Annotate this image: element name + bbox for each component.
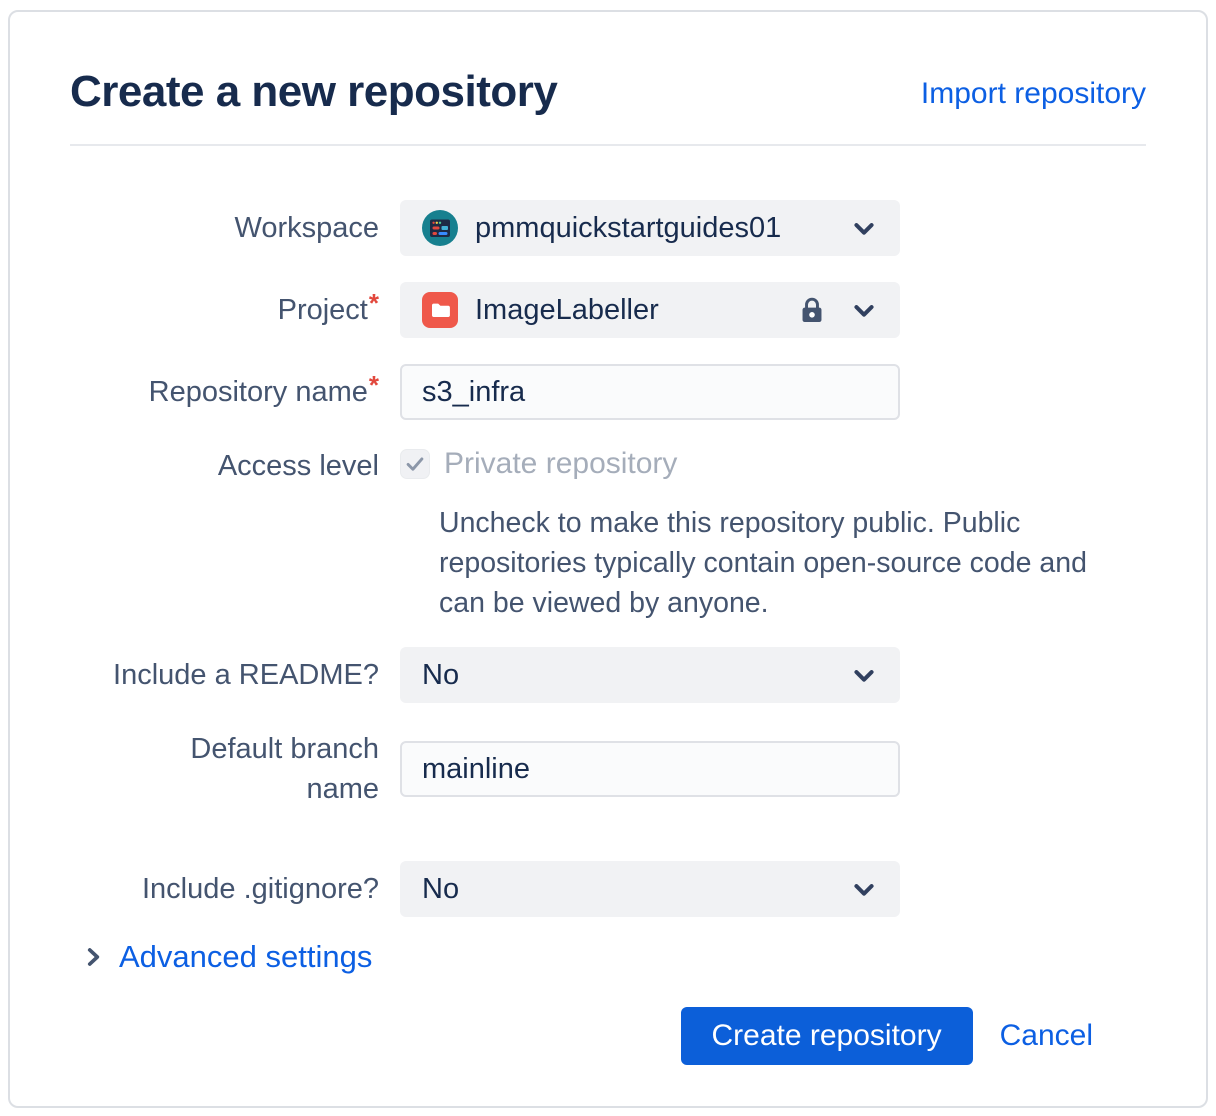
include-gitignore-row: Include .gitignore? No bbox=[70, 861, 1146, 918]
include-gitignore-value: No bbox=[422, 872, 460, 905]
workspace-select[interactable]: pmmquickstartguides01 bbox=[400, 200, 900, 257]
access-level-label: Access level bbox=[217, 450, 379, 483]
repository-name-label: Repository name* bbox=[148, 370, 379, 409]
advanced-settings-label: Advanced settings bbox=[119, 939, 373, 975]
checkmark-icon bbox=[406, 457, 424, 472]
project-label: Project* bbox=[277, 288, 379, 327]
private-repository-label: Private repository bbox=[444, 447, 678, 481]
chevron-right-icon bbox=[80, 944, 106, 970]
required-asterisk: * bbox=[368, 370, 379, 401]
dialog-footer: Create repository Cancel bbox=[70, 1007, 1146, 1066]
cancel-button[interactable]: Cancel bbox=[973, 1007, 1120, 1065]
include-readme-select[interactable]: No bbox=[400, 647, 900, 704]
chevron-down-icon bbox=[850, 661, 878, 689]
create-repository-dialog: Create a new repository Import repositor… bbox=[8, 10, 1208, 1108]
default-branch-label: Default branch name bbox=[190, 733, 379, 806]
include-readme-row: Include a README? No bbox=[70, 647, 1146, 704]
workspace-label: Workspace bbox=[234, 212, 379, 245]
project-folder-icon bbox=[422, 292, 458, 329]
project-row: Project* ImageLabeller bbox=[70, 282, 1146, 339]
include-readme-label: Include a README? bbox=[113, 659, 379, 692]
import-repository-link[interactable]: Import repository bbox=[920, 77, 1146, 111]
workspace-value: pmmquickstartguides01 bbox=[475, 211, 782, 244]
dialog-content: Create a new repository Import repositor… bbox=[10, 12, 1206, 1066]
advanced-settings-toggle[interactable]: Advanced settings bbox=[80, 939, 372, 975]
project-select[interactable]: ImageLabeller bbox=[400, 282, 900, 339]
repository-name-row: Repository name* bbox=[70, 364, 1146, 421]
project-value: ImageLabeller bbox=[475, 293, 659, 326]
lock-icon bbox=[796, 293, 828, 327]
private-repository-checkbox[interactable] bbox=[400, 449, 430, 480]
page-title: Create a new repository bbox=[70, 67, 558, 116]
include-gitignore-label: Include .gitignore? bbox=[142, 873, 379, 906]
access-level-row: Access level Private repository Uncheck … bbox=[70, 446, 1146, 623]
private-repository-option: Private repository bbox=[400, 447, 1117, 481]
header-divider bbox=[70, 144, 1146, 147]
repository-name-input[interactable] bbox=[400, 364, 900, 421]
include-readme-value: No bbox=[422, 658, 460, 691]
dialog-header: Create a new repository Import repositor… bbox=[70, 67, 1146, 116]
workspace-avatar-icon bbox=[422, 210, 458, 247]
default-branch-row: Default branch name bbox=[70, 729, 1146, 809]
chevron-down-icon bbox=[850, 875, 878, 903]
repository-form: Workspace bbox=[70, 200, 1146, 1066]
default-branch-input[interactable] bbox=[400, 741, 900, 798]
required-asterisk: * bbox=[368, 288, 379, 319]
chevron-down-icon bbox=[850, 296, 878, 324]
create-repository-button[interactable]: Create repository bbox=[680, 1007, 973, 1066]
access-level-help-text: Uncheck to make this repository public. … bbox=[439, 507, 1087, 620]
chevron-down-icon bbox=[850, 214, 878, 242]
workspace-row: Workspace bbox=[70, 200, 1146, 257]
include-gitignore-select[interactable]: No bbox=[400, 861, 900, 918]
